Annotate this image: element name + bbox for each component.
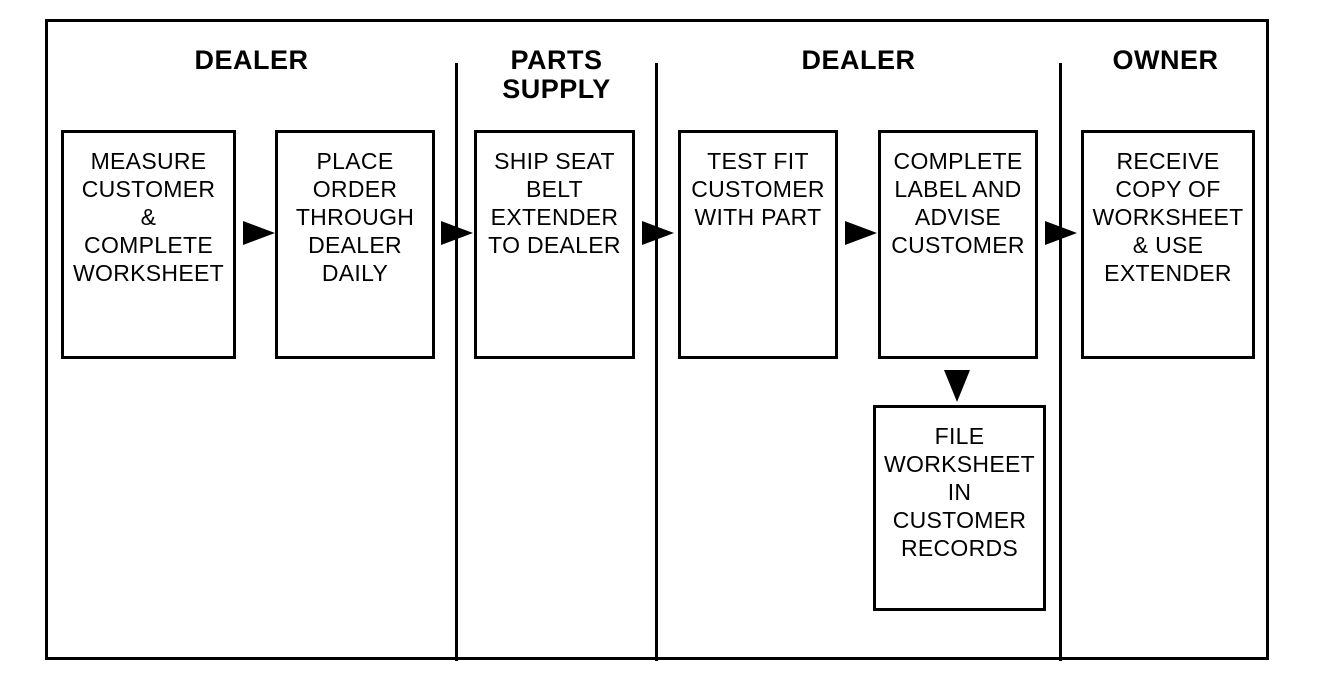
lane-title-text: DEALER [801, 45, 916, 75]
flow-arrow-right-icon [441, 221, 473, 245]
step-text: CUSTOMER [691, 176, 825, 202]
step-text: WORKSHEET [73, 260, 224, 286]
step-text: WITH PART [694, 204, 822, 230]
step-text: SHIP SEAT [494, 148, 615, 174]
flow-arrow-right-icon [243, 221, 275, 245]
step-text: MEASURE [90, 148, 207, 174]
lane-divider [455, 63, 458, 661]
step-text: DAILY [321, 260, 389, 286]
step-text: CUSTOMER [891, 232, 1025, 258]
step-test-fit: TEST FIT CUSTOMER WITH PART [678, 130, 838, 359]
flow-arrow-right-icon [1045, 221, 1077, 245]
lane-title-text: OWNER [1112, 45, 1219, 75]
step-text: WORKSHEET [884, 451, 1035, 477]
step-text: LABEL AND [894, 176, 1022, 202]
step-text: CUSTOMER [892, 507, 1027, 533]
step-ship-extender: SHIP SEAT BELT EXTENDER TO DEALER [474, 130, 635, 359]
step-text: RECEIVE [1116, 148, 1220, 174]
step-receive-copy: RECEIVE COPY OF WORKSHEET & USE EXTENDER [1081, 130, 1255, 359]
lane-title-text: PARTS [510, 45, 603, 75]
step-text: ORDER [312, 176, 398, 202]
lane-title-dealer: DEALER [658, 46, 1059, 75]
step-text: COMPLETE [893, 148, 1023, 174]
lane-title-owner: OWNER [1062, 46, 1269, 75]
step-text: IN [947, 479, 972, 505]
lane-title-dealer: DEALER [48, 46, 455, 75]
step-text: DEALER [308, 232, 402, 258]
flow-arrow-right-icon [845, 221, 877, 245]
lane-divider [655, 63, 658, 661]
step-text: TO DEALER [488, 232, 621, 258]
step-text: EXTENDER [1104, 260, 1232, 286]
lane-divider [1059, 63, 1062, 661]
step-text: RECORDS [900, 535, 1019, 561]
step-text: BELT [525, 176, 583, 202]
step-text: FILE [934, 423, 985, 449]
diagram-frame: DEALER PARTS SUPPLY DEALER OWNER MEASURE… [45, 19, 1269, 661]
flow-arrow-down-icon [944, 370, 970, 402]
step-text: COPY OF [1115, 176, 1221, 202]
lane-title-text: SUPPLY [502, 74, 611, 104]
step-text: & USE [1132, 232, 1204, 258]
step-text: & [140, 204, 157, 230]
step-text: EXTENDER [490, 204, 619, 230]
step-text: THROUGH [295, 204, 415, 230]
step-file-worksheet: FILE WORKSHEET IN CUSTOMER RECORDS [873, 405, 1046, 611]
step-place-order: PLACE ORDER THROUGH DEALER DAILY [275, 130, 435, 359]
lane-title-text: DEALER [194, 45, 309, 75]
step-text: CUSTOMER [81, 176, 216, 202]
flow-arrow-right-icon [642, 221, 674, 245]
step-measure-customer: MEASURE CUSTOMER & COMPLETE WORKSHEET [61, 130, 236, 359]
step-text: ADVISE [914, 204, 1002, 230]
lane-title-parts-supply: PARTS SUPPLY [458, 46, 655, 104]
step-text: WORKSHEET [1092, 204, 1244, 230]
step-text: TEST FIT [707, 148, 809, 174]
step-complete-label: COMPLETE LABEL AND ADVISE CUSTOMER [878, 130, 1038, 359]
step-text: COMPLETE [84, 232, 213, 258]
step-text: PLACE [316, 148, 394, 174]
